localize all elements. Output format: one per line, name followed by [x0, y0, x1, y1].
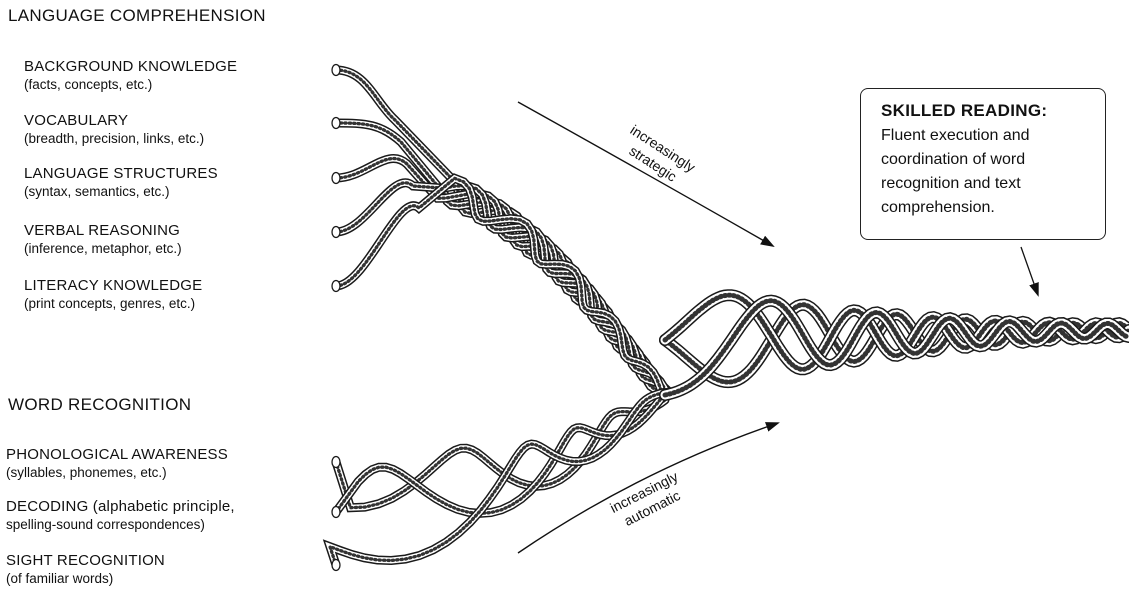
language-comprehension-heading: LANGUAGE COMPREHENSION [8, 6, 266, 25]
rope-strand-upper-texture [334, 176, 666, 402]
rope-strand-end [331, 455, 341, 469]
skilled-reading-description: Fluent execution and coordination of wor… [881, 127, 1030, 216]
strand-detail: (breadth, precision, links, etc.) [24, 131, 205, 146]
strand-label-language-structures: LANGUAGE STRUCTURES (syntax, semantics, … [24, 165, 218, 201]
rope-strand-end [331, 279, 341, 293]
skilled-rope-cord-texture [662, 302, 1129, 385]
strand-detail: (print concepts, genres, etc.) [24, 296, 196, 311]
rope-strand-end [331, 505, 341, 519]
rope-strand-end [331, 225, 341, 239]
rope-strand-end [331, 558, 341, 572]
strand-detail: (facts, concepts, etc.) [24, 77, 153, 92]
strand-title: VOCABULARY [24, 112, 129, 129]
rope-strand-lower-texture [327, 390, 665, 567]
strand-detail: (syllables, phonemes, etc.) [6, 465, 167, 480]
strand-title: VERBAL REASONING [24, 222, 181, 239]
skilled-reading-box: SKILLED READING: Fluent execution and co… [860, 88, 1106, 240]
skilled-reading-title: SKILLED READING: [881, 101, 1048, 120]
strand-title: LANGUAGE STRUCTURES [24, 165, 218, 182]
skilled-rope-cord-texture [662, 298, 1129, 398]
rope-strand-lower-texture [334, 390, 669, 516]
strand-title: LITERACY KNOWLEDGE [24, 277, 203, 294]
strand-title: DECODING (alphabetic principle, [6, 498, 235, 515]
skilled-reading-pointer-arrow [1020, 246, 1039, 297]
rope-strand-lower [331, 395, 670, 513]
strand-label-background-knowledge: BACKGROUND KNOWLEDGE (facts, concepts, e… [24, 58, 237, 94]
word-recognition-heading: WORD RECOGNITION [8, 395, 192, 414]
strand-detail: (of familiar words) [6, 571, 114, 586]
rope-strand-end [331, 116, 341, 130]
strand-label-sight-recognition: SIGHT RECOGNITION (of familiar words) [6, 552, 165, 588]
strand-label-vocabulary: VOCABULARY (breadth, precision, links, e… [24, 112, 204, 148]
automatic-arrow [517, 422, 780, 554]
strand-label-literacy-knowledge: LITERACY KNOWLEDGE (print concepts, genr… [24, 277, 202, 313]
rope-strand-upper-texture [334, 181, 670, 397]
rope-strand-end [331, 171, 341, 185]
strand-label-decoding: DECODING (alphabetic principle, spelling… [6, 498, 235, 534]
strand-detail: (syntax, semantics, etc.) [24, 184, 170, 199]
strategic-arrow [517, 101, 775, 247]
strand-title: SIGHT RECOGNITION [6, 552, 165, 569]
strand-detail: spelling-sound correspondences) [6, 517, 205, 532]
strand-detail: (inference, metaphor, etc.) [24, 241, 182, 256]
strand-label-phonological-awareness: PHONOLOGICAL AWARENESS (syllables, phone… [6, 446, 228, 482]
rope-strand-lower-texture [334, 398, 667, 510]
strand-label-verbal-reasoning: VERBAL REASONING (inference, metaphor, e… [24, 222, 182, 258]
strand-title: BACKGROUND KNOWLEDGE [24, 58, 238, 75]
rope-strand-end [331, 63, 341, 77]
strand-title: PHONOLOGICAL AWARENESS [6, 446, 228, 463]
